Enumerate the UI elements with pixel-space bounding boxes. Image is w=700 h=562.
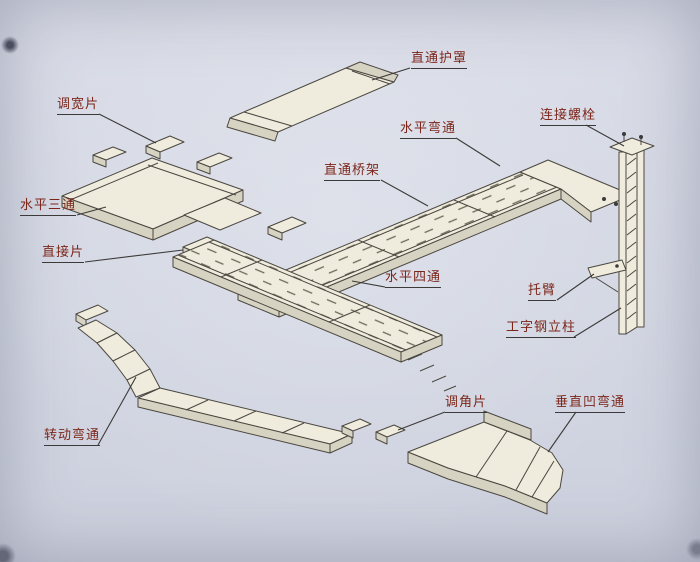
label-straight-cover: 直通护罩: [411, 50, 468, 69]
rotating-elbow-part: [75, 304, 353, 454]
horizontal-tee-part: [61, 157, 262, 241]
label-rotating-elbow: 转动弯通: [44, 427, 101, 446]
label-angle-adjust-piece: 调角片: [445, 394, 488, 413]
label-horizontal-elbow: 水平弯通: [400, 120, 457, 139]
angle-adjust-pieces: [341, 418, 406, 445]
label-straight-tray: 直通桥架: [324, 162, 381, 181]
straight-cover-part: [226, 61, 399, 142]
label-vertical-concave-elbow: 垂直凹弯通: [555, 394, 626, 413]
vertical-elbow-part: [407, 410, 564, 515]
label-support-arm: 托臂: [528, 282, 557, 301]
i-beam-column-part: [609, 132, 655, 335]
label-i-beam-column: 工字钢立柱: [506, 319, 577, 338]
horizontal-elbow-part: [519, 159, 633, 223]
horizontal-cross-part: [172, 239, 457, 392]
leader-lines: [76, 67, 625, 453]
label-connecting-bolt: 连接螺栓: [540, 107, 597, 126]
width-adjust-pieces: [92, 135, 233, 175]
label-connecting-piece: 直接片: [42, 244, 85, 263]
label-horizontal-cross: 水平四通: [385, 269, 442, 288]
label-width-adjust-piece: 调宽片: [57, 96, 100, 115]
support-arm-part: [587, 259, 627, 293]
label-horizontal-tee: 水平三通: [20, 197, 77, 216]
